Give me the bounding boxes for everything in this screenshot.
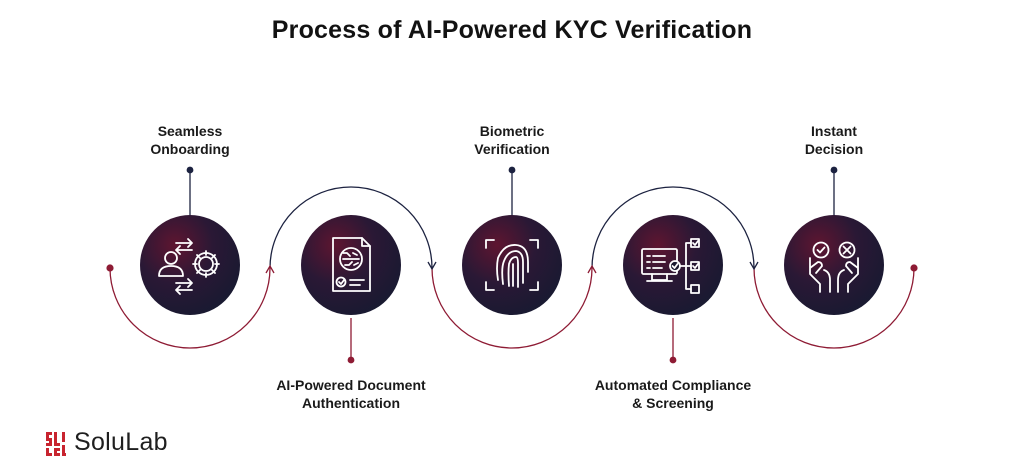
arrowhead-3 <box>587 264 597 274</box>
brand-logo: SoluLab <box>46 428 168 457</box>
connector-arc-5 <box>753 267 915 349</box>
stem-top-5 <box>830 166 838 218</box>
stem-top-1 <box>186 166 194 218</box>
connector-arc-3 <box>431 267 593 349</box>
fingerprint-icon <box>485 239 539 291</box>
step-circle-2 <box>301 215 401 315</box>
hands-approve-reject-icon <box>809 241 859 293</box>
monitor-checklist-icon <box>641 238 700 294</box>
step-label-2: AI-Powered Document Authentication <box>276 377 426 411</box>
solulab-logo-icon <box>46 432 66 456</box>
end-dot <box>910 264 918 272</box>
arrowhead-1 <box>265 264 275 274</box>
arrowhead-2 <box>427 261 437 271</box>
step-label-4: Automated Compliance & Screening <box>594 377 752 411</box>
stem-bottom-2 <box>347 318 355 364</box>
step-label-5: Instant Decision <box>804 123 864 157</box>
document-scan-icon <box>332 237 371 292</box>
step-circle-3 <box>462 215 562 315</box>
connector-arc-1 <box>109 267 271 349</box>
step-circle-5 <box>784 215 884 315</box>
start-dot <box>106 264 114 272</box>
user-gear-icon <box>158 238 220 295</box>
connector-arc-4 <box>591 186 755 269</box>
page-title: Process of AI-Powered KYC Verification <box>271 16 753 44</box>
arrowhead-4 <box>749 261 759 271</box>
stem-bottom-4 <box>669 318 677 364</box>
step-label-3: Biometric Verification <box>474 123 550 157</box>
step-circle-1 <box>140 215 240 315</box>
stem-top-3 <box>508 166 516 218</box>
brand-name: SoluLab <box>74 428 168 456</box>
step-label-1: Seamless Onboarding <box>150 123 230 157</box>
connector-arc-2 <box>269 186 433 269</box>
